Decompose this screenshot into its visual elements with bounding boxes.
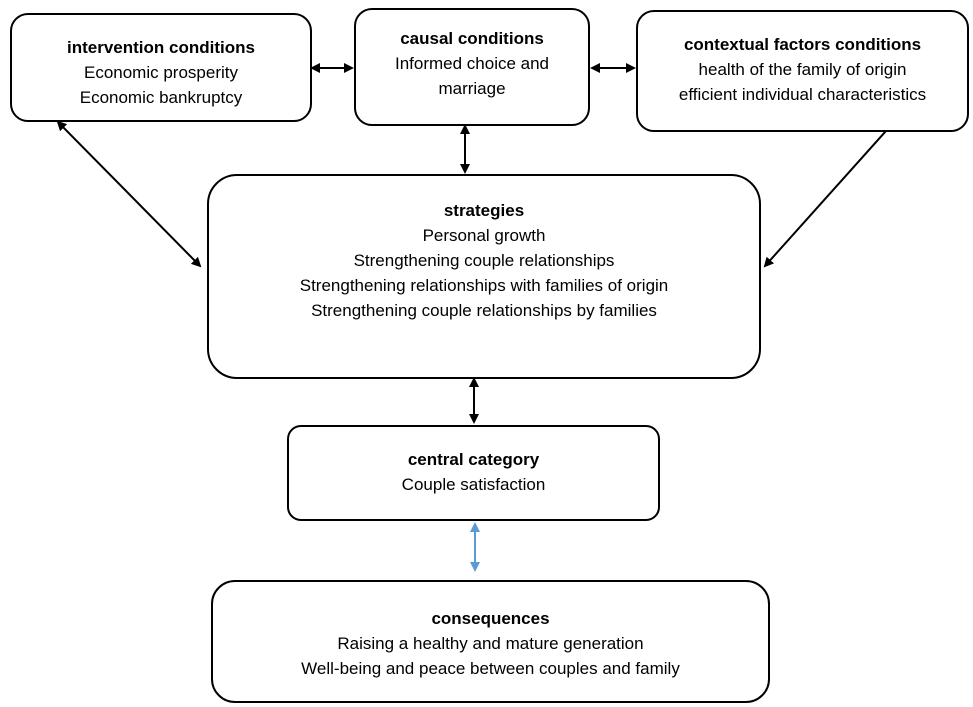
intervention-line: Economic bankruptcy (79, 88, 243, 107)
strategies-line: Strengthening relationships with familie… (299, 276, 669, 295)
causal-line: Informed choice and (394, 54, 550, 73)
causal-conditions-box: causal conditions Informed choice and ma… (354, 8, 590, 126)
strategies-box: strategies Personal growth Strengthening… (207, 174, 761, 379)
causal-conditions-title: causal conditions (400, 29, 544, 48)
arrow-contextual-strategies (763, 120, 896, 268)
consequences-box: consequences Raising a healthy and matur… (211, 580, 770, 703)
strategies-title: strategies (443, 201, 525, 220)
contextual-line: health of the family of origin (698, 60, 907, 79)
consequences-line: Well-being and peace between couples and… (301, 659, 680, 678)
contextual-factors-box: contextual factors conditions health of … (636, 10, 969, 132)
arrow-intervention-strategies (56, 120, 202, 268)
intervention-conditions-box: intervention conditions Economic prosper… (10, 13, 312, 122)
strategies-line: Strengthening couple relationships by fa… (311, 301, 657, 320)
central-category-title: central category (407, 450, 540, 469)
strategies-line: Personal growth (422, 226, 546, 245)
contextual-factors-title: contextual factors conditions (683, 35, 922, 54)
intervention-conditions-title: intervention conditions (67, 38, 255, 57)
intervention-line: Economic prosperity (83, 63, 238, 82)
causal-line: marriage (438, 79, 506, 98)
strategies-line: Strengthening couple relationships (353, 251, 615, 270)
central-category-box: central category Couple satisfaction (287, 425, 660, 521)
consequences-title: consequences (431, 609, 550, 628)
contextual-line: efficient individual characteristics (678, 85, 927, 104)
central-line: Couple satisfaction (401, 475, 546, 494)
consequences-line: Raising a healthy and mature generation (337, 634, 644, 653)
